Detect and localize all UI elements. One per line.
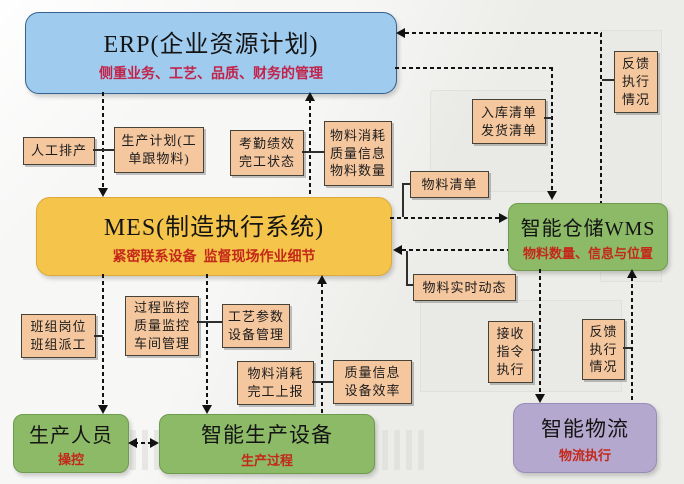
label-warehouse-lists: 入库清单 发货清单 (472, 99, 546, 144)
arrow-wms-to-erp-horizontal (405, 32, 602, 34)
arrowhead-mes-to-equipment (202, 405, 212, 414)
label-material-info: 物料消耗 质量信息 物料数量 (324, 121, 392, 186)
erp-subtitle: 侧重业务、工艺、品质、财务的管理 (99, 66, 323, 82)
arrowhead-wms-to-mes (393, 245, 402, 255)
arrowhead-erp-to-mes (98, 188, 108, 197)
wms-subtitle: 物料数量、信息与位置 (522, 246, 653, 261)
arrow-logistics-to-wms (631, 277, 633, 403)
connector-feedback-bottom (623, 347, 631, 349)
arrow-equipment-to-mes (321, 283, 323, 414)
label-receive-command: 接收 指令 执行 (488, 321, 533, 383)
connector-manual-scheduling (93, 149, 114, 151)
smart-logistics-node: 智能物流 物流执行 (513, 403, 657, 473)
label-process-params: 工艺参数 设备管理 (222, 304, 290, 348)
arrow-mes-to-workers (102, 274, 104, 406)
connector-material-realtime-h (406, 284, 413, 286)
label-team-assignment: 班组岗位 班组派工 (21, 314, 96, 358)
production-workers-node: 生产人员 操控 (13, 414, 129, 473)
connector-bom-h (402, 183, 410, 185)
wms-node: 智能仓储WMS 物料数量、信息与位置 (508, 203, 668, 271)
arrowhead-logistics-to-wms (627, 269, 637, 278)
label-bom-list: 物料清单 (410, 171, 489, 198)
label-manual-scheduling: 人工排产 (23, 137, 95, 165)
erp-title: ERP(企业资源计划) (103, 31, 319, 58)
arrow-wms-to-mes (402, 249, 508, 251)
mes-title: MES(制造执行系统) (103, 215, 325, 241)
arrowhead-mes-to-erp (305, 92, 315, 101)
arrowhead-wms-to-logistics (535, 394, 545, 403)
label-feedback-bottom: 反馈 执行 情况 (582, 319, 625, 380)
erp-node: ERP(企业资源计划) 侧重业务、工艺、品质、财务的管理 (25, 12, 397, 94)
arrowhead-workers-to-equipment (150, 438, 159, 448)
arrow-erp-to-wms-vertical (551, 67, 553, 192)
label-material-report: 物料消耗 完工上报 (237, 361, 314, 405)
arrow-workers-equipment (134, 442, 152, 444)
label-feedback-top: 反馈 执行 情况 (614, 51, 658, 113)
connector-bom-v (402, 183, 404, 217)
arrowhead-equipment-to-mes (317, 275, 327, 284)
label-process-monitor: 过程监控 质量监控 车间管理 (125, 296, 199, 356)
smart-equipment-subtitle: 生产过程 (240, 453, 293, 468)
arrow-mes-to-equipment (206, 274, 208, 406)
smart-equipment-node: 智能生产设备 生产过程 (159, 414, 375, 474)
connector-report-quality (312, 381, 333, 383)
connector-team-assignment (94, 335, 103, 337)
arrowhead-mes-to-workers (98, 405, 108, 414)
smart-logistics-title: 智能物流 (541, 416, 629, 441)
mes-subtitle: 紧密联系设备 监督现场作业细节 (112, 250, 316, 265)
smart-equipment-title: 智能生产设备 (201, 423, 333, 447)
smart-logistics-subtitle: 物流执行 (558, 447, 611, 463)
arrowhead-equipment-to-workers (128, 438, 137, 448)
arrow-erp-to-wms-horizontal (395, 67, 553, 69)
connector-feedback-top (602, 79, 614, 81)
connector-attendance-material (302, 151, 324, 153)
label-material-realtime: 物料实时动态 (413, 274, 516, 301)
arrow-mes-to-erp (309, 99, 311, 197)
connector-process-monitor-params (197, 321, 222, 323)
arrowhead-mes-to-wms (499, 213, 508, 223)
arrowhead-wms-to-erp (396, 28, 405, 38)
wms-title: 智能仓储WMS (520, 218, 656, 240)
production-workers-title: 生产人员 (29, 425, 113, 447)
production-workers-subtitle: 操控 (57, 452, 84, 467)
arrowhead-erp-to-wms (547, 191, 557, 200)
connector-receive-command (531, 349, 539, 351)
label-production-plan: 生产计划(工 单跟物料) (114, 127, 204, 173)
label-quality-efficiency: 质量信息 设备效率 (333, 360, 412, 404)
arrow-erp-to-mes (102, 92, 104, 190)
label-attendance-status: 考勤绩效 完工状态 (230, 130, 304, 176)
connector-warehouse-lists (544, 117, 552, 119)
mes-node: MES(制造执行系统) 紧密联系设备 监督现场作业细节 (36, 197, 392, 276)
connector-material-realtime-v (406, 251, 408, 286)
arrow-wms-to-logistics (539, 269, 541, 395)
arrow-mes-to-wms (390, 217, 500, 219)
arrow-wms-to-erp-vertical (600, 33, 602, 203)
